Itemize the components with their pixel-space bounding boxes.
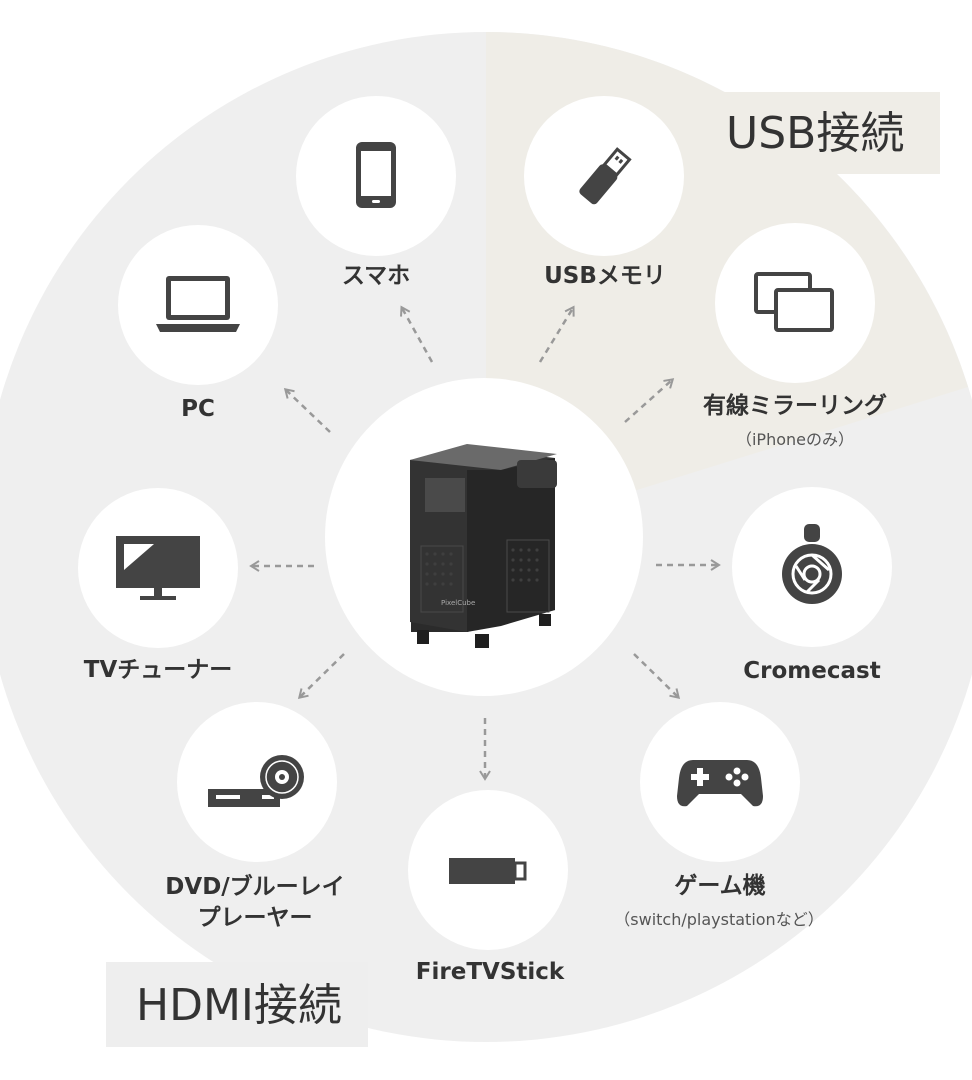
sub-game: （switch/playstationなど）: [614, 910, 824, 929]
label-dvd-line1: DVD/ブルーレイ: [165, 874, 345, 900]
node-mirroring[interactable]: [715, 223, 875, 383]
node-pc[interactable]: [118, 225, 278, 385]
screen-mirroring-icon: [754, 272, 834, 332]
arrow-to-phone: [400, 305, 434, 363]
projector-brand: PixelCube: [441, 599, 476, 607]
hdmi-section-title: HDMI接続: [136, 980, 342, 1031]
label-firetv: FireTVStick: [415, 959, 565, 985]
label-game: ゲーム機: [674, 873, 766, 899]
hdmi-title-box: [106, 962, 368, 1047]
label-dvd-line2: プレーヤー: [197, 905, 313, 931]
label-pc: PC: [181, 396, 215, 422]
node-phone[interactable]: [296, 96, 456, 256]
label-mirroring: 有線ミラーリング: [703, 393, 887, 419]
arrow-to-usb-memory: [538, 305, 575, 363]
center-circle: PixelCube: [325, 378, 643, 696]
sub-mirroring: （iPhoneのみ）: [735, 430, 854, 449]
laptop-icon: [156, 276, 240, 332]
usb-drive-icon: [579, 147, 632, 205]
label-chromecast: Cromecast: [743, 658, 881, 684]
chromecast-icon: [782, 524, 842, 604]
firetv-stick-icon: [449, 858, 527, 884]
label-phone: スマホ: [341, 263, 411, 289]
label-tv-tuner: TVチューナー: [83, 657, 233, 683]
dvd-player-icon: [208, 755, 304, 807]
gamepad-icon: [677, 760, 763, 807]
node-firetv[interactable]: [408, 790, 568, 950]
tv-icon: [116, 536, 200, 600]
node-usb-memory[interactable]: [524, 96, 684, 256]
node-tv-tuner[interactable]: [78, 488, 238, 648]
node-chromecast[interactable]: [732, 487, 892, 647]
smartphone-icon: [356, 142, 396, 208]
arrow-to-pc: [283, 388, 331, 433]
node-game[interactable]: [640, 702, 800, 862]
label-usb-memory: USBメモリ: [544, 263, 666, 289]
usb-title-box: [705, 92, 940, 174]
usb-section-title: USB接続: [726, 108, 905, 159]
node-dvd[interactable]: [177, 702, 337, 862]
projector-icon: [410, 444, 557, 648]
